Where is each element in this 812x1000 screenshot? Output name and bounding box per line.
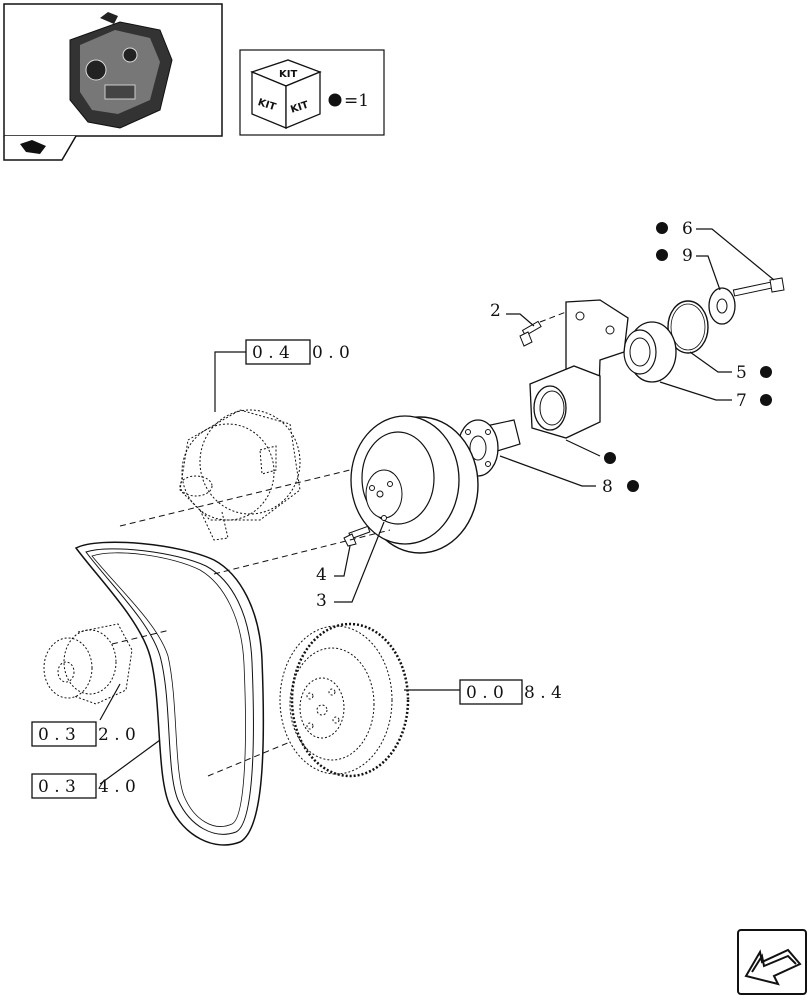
kit-dot-icon bbox=[656, 249, 668, 261]
callout-3: 3 bbox=[316, 521, 385, 611]
bolt-2 bbox=[519, 320, 542, 347]
axis-line bbox=[111, 629, 171, 645]
vibration-damper bbox=[279, 622, 410, 778]
washer-9 bbox=[708, 287, 736, 325]
ref-damper-boxed: 0 . 0 bbox=[466, 683, 504, 703]
callout-7-label: 7 bbox=[736, 391, 747, 411]
ref-belt-rest: 4 . 0 bbox=[98, 777, 136, 797]
previous-page-button[interactable] bbox=[737, 929, 807, 995]
tensioner-housing bbox=[529, 299, 629, 439]
bolt-6 bbox=[732, 277, 785, 297]
callout-7: 7 bbox=[659, 381, 772, 411]
ref-damper[interactable]: 0 . 0 8 . 4 bbox=[404, 679, 562, 705]
kit-label-top: KIT bbox=[279, 69, 297, 80]
callout-6: 6 bbox=[656, 219, 775, 281]
axis-line bbox=[539, 311, 567, 323]
callout-2-label: 2 bbox=[490, 301, 501, 321]
callout-8-label: 8 bbox=[602, 477, 613, 497]
ref-alternator-rest: 0 . 0 bbox=[312, 343, 350, 363]
kit-equals-text: =1 bbox=[344, 91, 369, 111]
ref-compressor[interactable]: 0 . 3 2 . 0 bbox=[31, 683, 136, 747]
ref-damper-rest: 8 . 4 bbox=[524, 683, 562, 703]
callout-4-label: 4 bbox=[316, 565, 327, 585]
alternator bbox=[179, 409, 301, 541]
poly-v-belt bbox=[74, 541, 265, 846]
axis-line bbox=[207, 741, 291, 777]
kit-dot-icon bbox=[604, 452, 616, 464]
ref-alternator-boxed: 0 . 4 bbox=[252, 343, 290, 363]
callout-housing bbox=[565, 439, 616, 464]
kit-dot-icon bbox=[627, 480, 639, 492]
axis-line bbox=[213, 529, 391, 575]
ref-compressor-boxed: 0 . 3 bbox=[38, 725, 76, 745]
callout-6-label: 6 bbox=[682, 219, 693, 239]
kit-label-right: KIT bbox=[289, 100, 310, 116]
callout-9: 9 bbox=[656, 246, 721, 291]
callout-8: 8 bbox=[499, 455, 639, 497]
kit-cube-icon: KIT KIT KIT bbox=[250, 59, 322, 129]
kit-label-left: KIT bbox=[256, 97, 277, 113]
ref-belt[interactable]: 0 . 3 4 . 0 bbox=[31, 739, 161, 799]
kit-dot-icon bbox=[760, 394, 772, 406]
callout-2: 2 bbox=[490, 301, 535, 327]
callout-5: 5 bbox=[689, 351, 772, 383]
axis-line bbox=[119, 469, 351, 527]
ref-alternator[interactable]: 0 . 4 0 . 0 bbox=[214, 339, 350, 412]
idler-pulley-3 bbox=[350, 415, 479, 554]
callout-9-label: 9 bbox=[682, 246, 693, 266]
bolt-4 bbox=[343, 525, 371, 547]
nav-tab[interactable] bbox=[3, 135, 77, 161]
snap-ring-5 bbox=[667, 300, 709, 354]
bearing-7 bbox=[623, 321, 677, 383]
compressor bbox=[43, 623, 133, 705]
kit-dot-icon bbox=[760, 366, 772, 378]
ref-compressor-rest: 2 . 0 bbox=[98, 725, 136, 745]
ref-belt-boxed: 0 . 3 bbox=[38, 777, 76, 797]
kit-dot-icon bbox=[328, 93, 342, 107]
engine-thumbnail[interactable] bbox=[3, 3, 223, 137]
callout-5-label: 5 bbox=[736, 363, 747, 383]
callout-4: 4 bbox=[316, 545, 351, 585]
parts-book-icon bbox=[20, 140, 46, 154]
callout-3-label: 3 bbox=[316, 591, 327, 611]
engine-icon bbox=[69, 12, 173, 129]
kit-dot-icon bbox=[656, 222, 668, 234]
kit-legend: KIT KIT KIT =1 bbox=[239, 49, 385, 136]
